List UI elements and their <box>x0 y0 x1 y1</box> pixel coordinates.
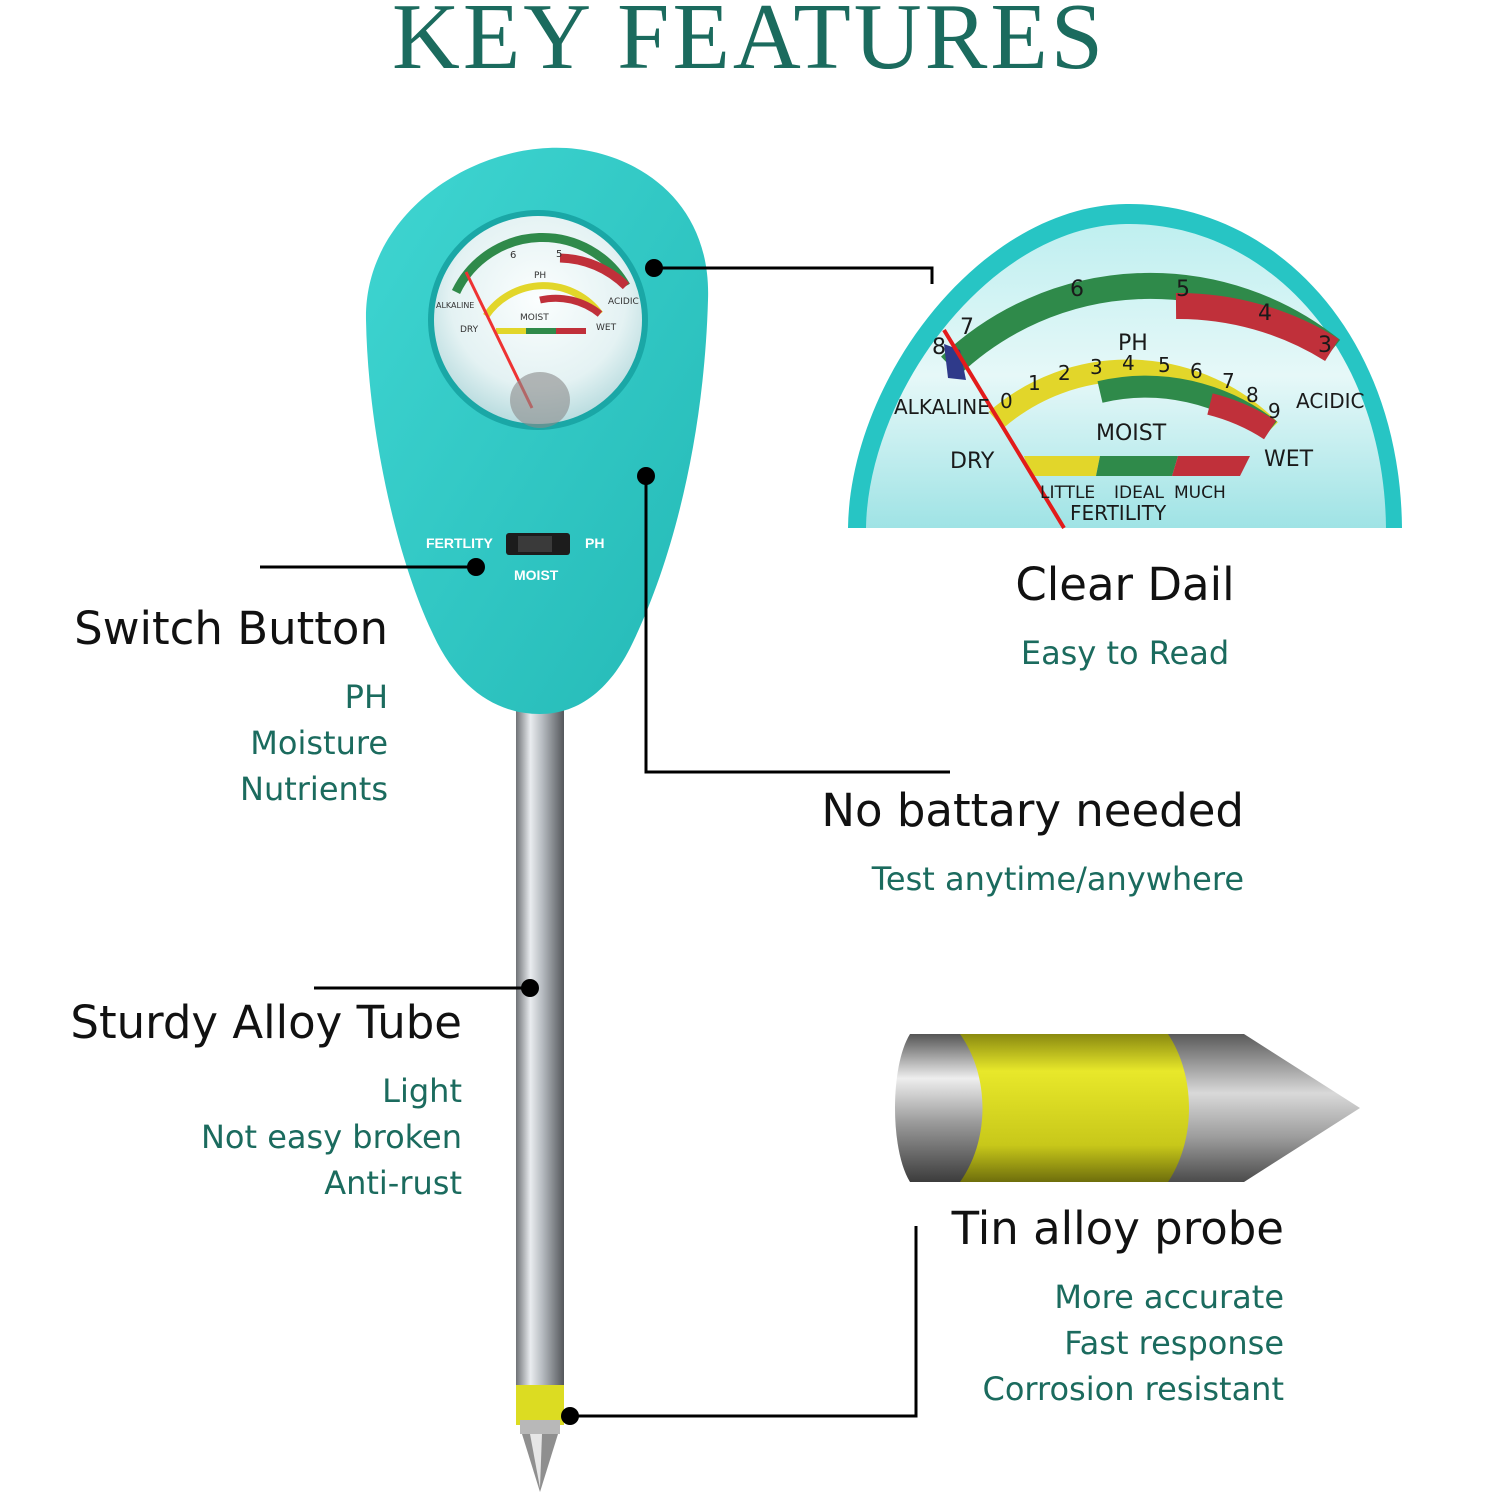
feature-title: No battary needed <box>821 784 1244 837</box>
svg-text:2: 2 <box>1058 361 1071 385</box>
svg-text:MOIST: MOIST <box>520 313 549 323</box>
svg-text:0: 0 <box>1000 389 1013 413</box>
svg-text:LITTLE: LITTLE <box>1040 483 1095 503</box>
switch-label-moist: MOIST <box>514 567 559 583</box>
switch-label-ph: PH <box>585 535 604 551</box>
feature-no-battery: No battary needed Test anytime/anywhere <box>820 786 1244 902</box>
svg-text:3: 3 <box>1090 355 1103 379</box>
feature-line: Easy to Read <box>1020 633 1230 672</box>
page-title: KEY FEATURES <box>391 0 1107 89</box>
feature-title: Sturdy Alloy Tube <box>70 996 462 1049</box>
feature-line: Fast response <box>1064 1323 1284 1362</box>
dial-closeup <box>848 203 1402 530</box>
feature-line: Corrosion resistant <box>982 1369 1285 1408</box>
feature-line: Not easy broken <box>200 1117 462 1156</box>
svg-text:ALKALINE: ALKALINE <box>894 395 990 419</box>
feature-probe: Tin alloy probe More accurate Fast respo… <box>930 1204 1284 1412</box>
feature-title: Clear Dail <box>1015 558 1235 611</box>
feature-line: Moisture <box>250 723 388 762</box>
probe-collar <box>520 1420 560 1434</box>
svg-text:ACIDIC: ACIDIC <box>1296 389 1364 413</box>
svg-text:FERTILITY: FERTILITY <box>1070 501 1167 525</box>
svg-text:6: 6 <box>1070 277 1084 302</box>
svg-text:6: 6 <box>510 250 516 261</box>
svg-text:ALKALINE: ALKALINE <box>436 301 474 310</box>
feature-switch-button: Switch Button PH Moisture Nutrients <box>60 604 388 812</box>
svg-text:4: 4 <box>1258 301 1272 326</box>
svg-text:PH: PH <box>1118 331 1148 356</box>
svg-text:MUCH: MUCH <box>1174 483 1226 503</box>
svg-text:DRY: DRY <box>950 449 995 474</box>
svg-text:7: 7 <box>960 315 974 340</box>
feature-clear-dial: Clear Dail Easy to Read <box>980 560 1270 676</box>
feature-line: Light <box>382 1071 462 1110</box>
svg-text:IDEAL: IDEAL <box>1114 483 1164 503</box>
feature-line: Test anytime/anywhere <box>871 859 1244 898</box>
svg-text:7: 7 <box>1222 369 1235 393</box>
dial-needle <box>942 328 1066 530</box>
svg-text:WET: WET <box>1264 447 1314 472</box>
svg-text:ACIDIC: ACIDIC <box>608 297 639 307</box>
svg-text:3: 3 <box>1318 333 1332 358</box>
svg-text:9: 9 <box>1268 399 1281 423</box>
feature-line: Nutrients <box>240 769 388 808</box>
probe-callout-line <box>570 1226 918 1418</box>
probe-band <box>516 1385 564 1425</box>
probe-closeup <box>895 1034 1360 1182</box>
alloy-tube <box>516 700 564 1390</box>
svg-text:5: 5 <box>1176 277 1190 302</box>
feature-title: Switch Button <box>74 602 388 655</box>
svg-text:PH: PH <box>534 271 546 281</box>
svg-text:5: 5 <box>556 249 562 260</box>
feature-alloy-tube: Sturdy Alloy Tube Light Not easy broken … <box>60 998 462 1206</box>
svg-text:DRY: DRY <box>460 325 479 335</box>
svg-text:8: 8 <box>1246 383 1259 407</box>
svg-text:WET: WET <box>596 323 617 333</box>
svg-text:1: 1 <box>1028 371 1041 395</box>
feature-line: PH <box>344 677 388 716</box>
feature-line: More accurate <box>1054 1277 1284 1316</box>
svg-text:MOIST: MOIST <box>1096 421 1167 446</box>
battery-callout-line <box>644 476 950 774</box>
switch-label-fertility: FERTLITY <box>426 535 494 551</box>
svg-text:8: 8 <box>932 335 946 360</box>
feature-title: Tin alloy probe <box>951 1202 1284 1255</box>
svg-text:6: 6 <box>1190 359 1203 383</box>
feature-line: Anti-rust <box>324 1163 462 1202</box>
dial-callout-line <box>654 266 934 284</box>
svg-text:4: 4 <box>1122 351 1135 375</box>
svg-text:5: 5 <box>1158 353 1171 377</box>
